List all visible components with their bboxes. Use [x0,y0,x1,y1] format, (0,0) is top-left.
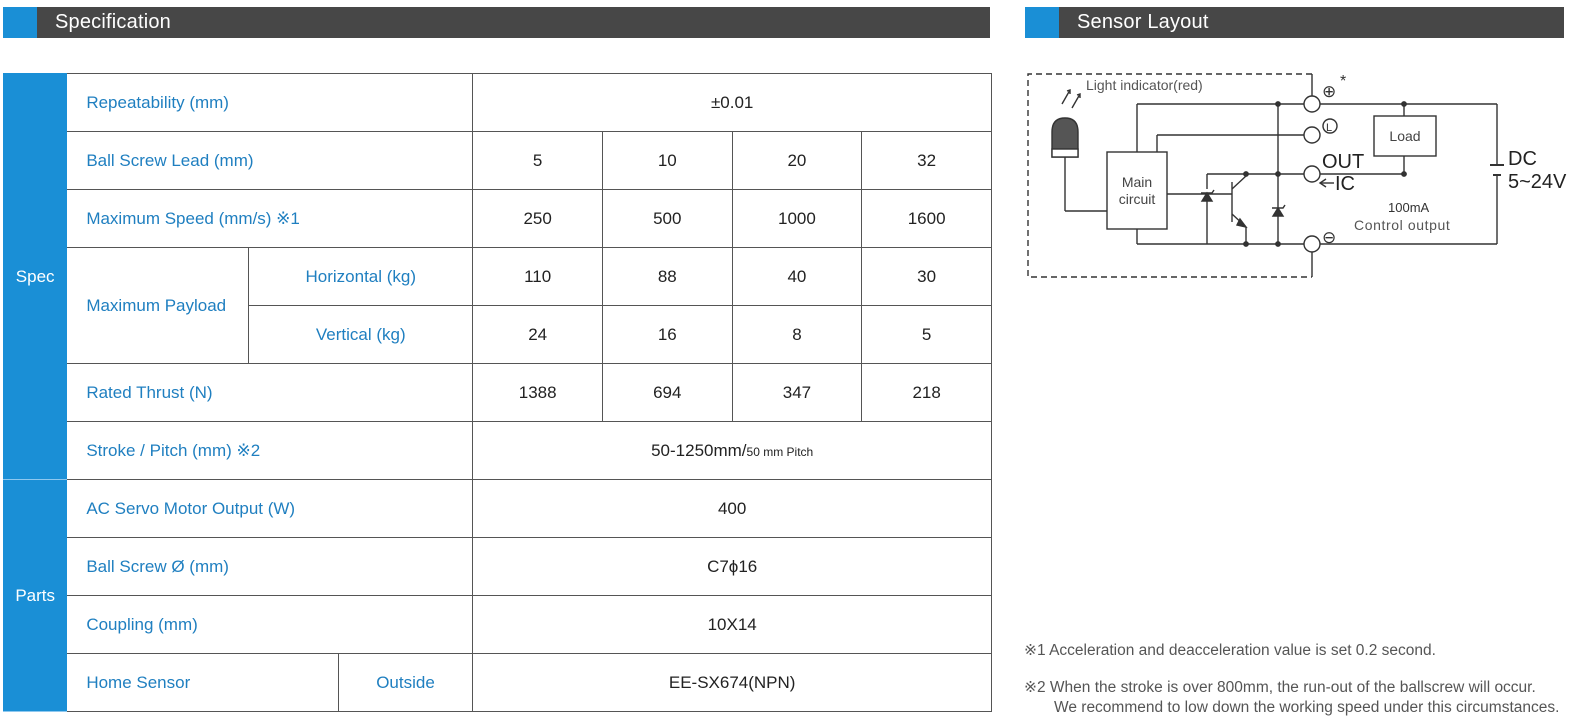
cell-value: 1388 [472,363,603,422]
led-icon [1051,89,1107,212]
sub-label: Outside [337,653,474,712]
sub-label: Horizontal (kg) [248,247,474,306]
header-accent [3,7,37,38]
footnote-mark: ※2 [1024,679,1046,696]
cell-value: ±0.01 [472,73,992,132]
cell-value: 400 [472,479,992,538]
specification-title: Specification [55,11,171,33]
light-indicator-label: Light indicator(red) [1086,77,1203,93]
ic-label: IC [1335,173,1355,195]
cell-value: 347 [731,363,863,422]
asterisk-mark: * [1340,73,1346,90]
cell-value: 1600 [861,189,992,248]
footnote-text: We recommend to low down the working spe… [1054,699,1560,716]
table-row: Maximum Payload Horizontal (kg) 110 88 4… [4,247,992,364]
cell-value: 50-1250mm/50 mm Pitch [472,421,992,480]
table-row: Home Sensor Outside EE-SX674(NPN) [4,653,992,712]
main-circuit-label: Main [1122,174,1152,190]
specification-header: Specification [3,7,990,38]
category-parts: Parts [2,479,68,712]
table-row: Vertical (kg) 24 16 8 5 [4,305,992,364]
cell-value: 10 [601,131,733,190]
cell-value: 5 [472,131,603,190]
sensor-housing-outline [1027,73,1312,278]
terminal-minus [1303,235,1321,253]
header-accent [1025,7,1059,38]
stroke-value: 50-1250mm/ [651,440,747,460]
row-label: Coupling (mm) [66,595,474,654]
table-row: Spec Repeatability (mm) ±0.01 [2,73,992,480]
table-row: Parts AC Servo Motor Output (W) 400 [2,479,992,712]
cell-value: C7ϕ16 [472,537,992,596]
cell-value: 694 [601,363,733,422]
sub-label: Vertical (kg) [248,305,474,364]
footnote-1: ※1 Acceleration and deacceleration value… [1024,641,1584,661]
cell-value: 500 [601,189,733,248]
cell-value: 16 [601,305,733,364]
table-row: Ball Screw Lead (mm) 5 10 20 32 [4,131,992,190]
zener-diode-symbol [1200,189,1215,202]
minus-symbol: ⊖ [1322,228,1336,247]
footnote-2: ※2 When the stroke is over 800mm, the ru… [1024,678,1584,718]
table-row: Ball Screw Ø (mm) C7ϕ16 [4,537,992,596]
plus-symbol: ⊕ [1322,82,1336,101]
out-label: OUT [1322,151,1364,173]
row-label: Rated Thrust (N) [66,363,474,422]
cell-value: 250 [472,189,603,248]
terminal-l [1303,126,1321,144]
table-row: Coupling (mm) 10X14 [4,595,992,654]
sensor-layout-header: Sensor Layout [1025,7,1564,38]
cell-value: 5 [861,305,992,364]
transistor-symbol [1207,174,1248,244]
row-label: Stroke / Pitch (mm) ※2 [66,421,474,480]
cell-value: 110 [472,247,603,306]
current-label: 100mA [1388,200,1430,215]
table-row: Rated Thrust (N) 1388 694 347 218 [4,363,992,422]
control-output-label: Control output [1354,217,1450,233]
cell-value: EE-SX674(NPN) [472,653,992,712]
cell-value: 40 [731,247,863,306]
cell-value: 218 [861,363,992,422]
row-label: Home Sensor [66,653,339,712]
row-label: Repeatability (mm) [66,73,474,132]
table-row: Stroke / Pitch (mm) ※2 50-1250mm/50 mm P… [4,421,992,480]
row-label: Maximum Payload [66,247,250,364]
category-spec: Spec [2,73,68,480]
row-label: Maximum Speed (mm/s) ※1 [66,189,474,248]
cell-value: 1000 [731,189,863,248]
specification-table: Spec Repeatability (mm) ±0.01 Ball Screw… [2,73,992,712]
footnote-text: Acceleration and deacceleration value is… [1049,642,1436,659]
load-label: Load [1389,128,1420,144]
load-box [1373,115,1437,157]
row-label: Ball Screw Ø (mm) [66,537,474,596]
l-mark: L [1326,122,1332,134]
footnote-text: When the stroke is over 800mm, the run-o… [1049,679,1536,696]
table-row: Maximum Speed (mm/s) ※1 250 500 1000 160… [4,189,992,248]
cell-value: 30 [861,247,992,306]
cell-value: 8 [731,305,863,364]
main-circuit-label: circuit [1119,191,1156,207]
stroke-pitch-value: 50 mm Pitch [746,444,814,459]
dc-label: DC [1508,148,1537,170]
cell-value: 24 [472,305,603,364]
sensor-wiring-diagram: Light indicator(red) Main circuit [1027,73,1567,278]
row-label: Ball Screw Lead (mm) [66,131,474,190]
row-label: AC Servo Motor Output (W) [66,479,474,538]
voltage-label: 5~24V [1508,171,1567,193]
zener-diode-symbol [1271,204,1286,217]
main-circuit-box [1106,151,1168,230]
sensor-layout-title: Sensor Layout [1077,11,1209,33]
cell-value: 32 [861,131,992,190]
terminal-plus [1303,95,1321,113]
cell-value: 88 [601,247,733,306]
footnote-mark: ※1 [1024,642,1046,659]
cell-value: 10X14 [472,595,992,654]
cell-value: 20 [731,131,863,190]
terminal-out [1303,165,1321,183]
